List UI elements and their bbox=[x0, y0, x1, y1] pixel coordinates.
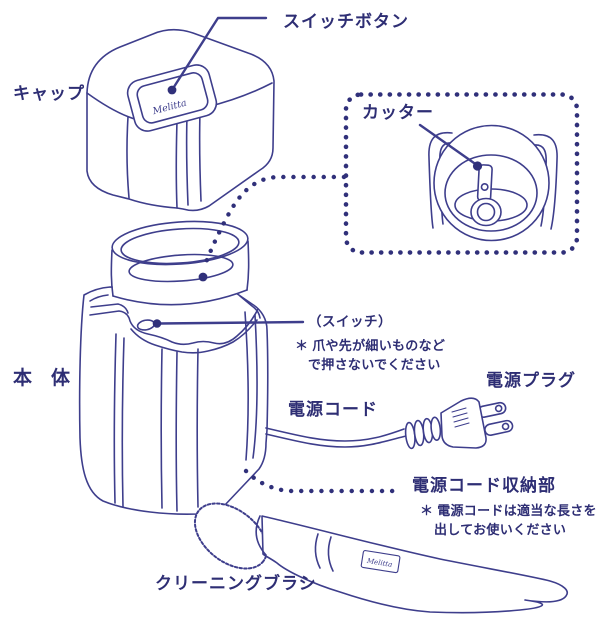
switch-leader-line bbox=[152, 319, 305, 328]
label-switch-note-2: で押さないでください bbox=[308, 357, 441, 372]
label-cord-storage: 電源コード収納部 bbox=[412, 476, 556, 495]
label-power-cord: 電源コード bbox=[288, 400, 378, 419]
label-cutter: カッター bbox=[362, 103, 434, 122]
grinding-bowl-drawing bbox=[110, 220, 250, 306]
label-switch: （スイッチ） bbox=[308, 314, 392, 329]
switch-button-leader-line bbox=[167, 16, 268, 95]
cutter-blade-drawing bbox=[476, 164, 493, 202]
label-power-plug: 電源プラグ bbox=[486, 371, 576, 390]
label-cleaning-brush: クリーニングブラシ bbox=[155, 574, 317, 593]
bowl-to-cutter-dotted-leader bbox=[201, 174, 347, 271]
plug-label-hatch bbox=[451, 407, 470, 428]
label-cord-note-1: ＊ 電源コードは適当な長さを bbox=[420, 503, 597, 518]
label-switch-button: スイッチボタン bbox=[283, 12, 409, 31]
cord-storage-dotted-leader bbox=[243, 468, 404, 494]
cutter-detail-drawing bbox=[428, 124, 558, 242]
grinder-body-drawing bbox=[78, 286, 269, 515]
power-cord-drawing bbox=[265, 427, 407, 448]
label-switch-note-1: ＊ 爪や先が細いものなど bbox=[295, 338, 446, 353]
cutter-callout-box bbox=[343, 92, 580, 255]
bowl-leader-end-dot bbox=[198, 272, 208, 282]
melitta-logo-brush-tag: Melitta bbox=[360, 550, 401, 574]
cutter-leader-line bbox=[418, 123, 483, 171]
label-cap: キャップ bbox=[13, 84, 85, 103]
power-plug-drawing bbox=[404, 397, 514, 450]
cap-drawing: Melitta bbox=[86, 28, 275, 212]
label-body: 本 体 bbox=[13, 368, 71, 389]
label-cord-note-2: 出してお使いください bbox=[434, 522, 567, 537]
switch-button-drawing: Melitta bbox=[126, 64, 218, 132]
cleaning-brush-drawing: Melitta bbox=[193, 502, 568, 614]
